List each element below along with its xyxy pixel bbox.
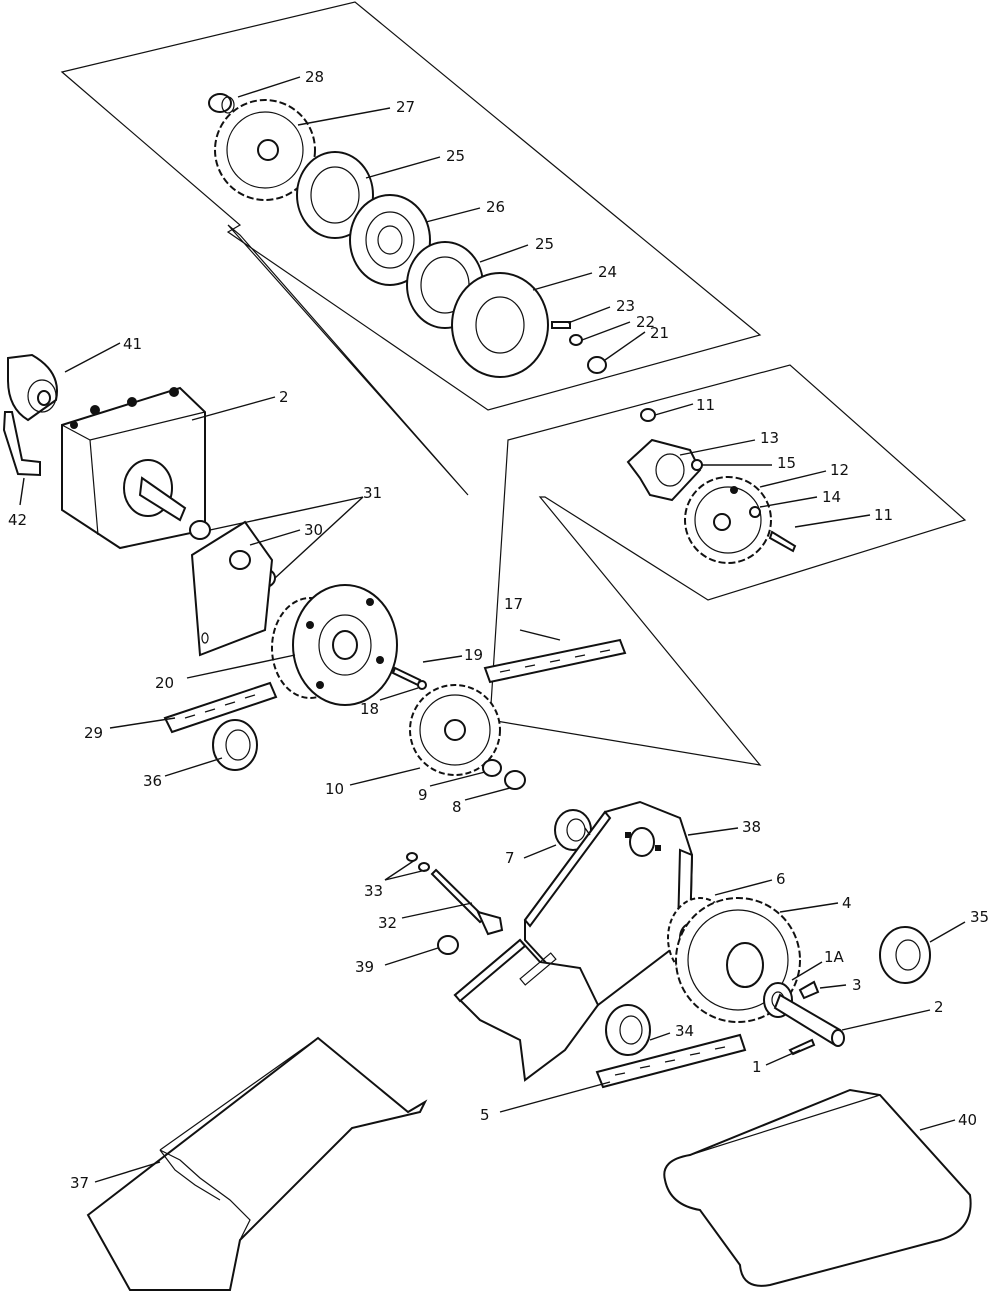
label-15: 15 bbox=[777, 454, 796, 472]
label-3: 3 bbox=[852, 976, 862, 994]
part-19-key bbox=[391, 666, 422, 687]
label-24: 24 bbox=[598, 263, 617, 281]
part-39-lower-plate bbox=[453, 938, 600, 1082]
label-2-gearbox: 2 bbox=[279, 388, 289, 406]
label-32: 32 bbox=[378, 914, 397, 932]
part-40-shield bbox=[663, 1088, 972, 1287]
part-25-washer-upper bbox=[296, 151, 374, 239]
label-42: 42 bbox=[8, 511, 27, 529]
label-19: 19 bbox=[464, 646, 483, 664]
part-20-drive-sprocket bbox=[271, 584, 398, 706]
label-2-shaft: 2 bbox=[934, 998, 944, 1016]
part-33-nuts bbox=[406, 852, 430, 872]
part-29-chain bbox=[163, 681, 278, 734]
label-11-upper: 11 bbox=[696, 396, 715, 414]
part-28-bushing bbox=[208, 93, 235, 114]
label-7: 7 bbox=[505, 849, 515, 867]
label-26: 26 bbox=[486, 198, 505, 216]
part-34-roller bbox=[605, 1004, 651, 1056]
label-34: 34 bbox=[675, 1022, 694, 1040]
part-30-mounting-plate bbox=[190, 520, 274, 657]
part-9-washer bbox=[482, 759, 502, 777]
part-11-nut-upper bbox=[640, 408, 656, 422]
label-22: 22 bbox=[636, 313, 655, 331]
label-17: 17 bbox=[504, 595, 523, 613]
label-21: 21 bbox=[650, 324, 669, 342]
part-2-gearbox bbox=[61, 386, 206, 550]
part-2-shaft bbox=[773, 993, 845, 1047]
label-38: 38 bbox=[742, 818, 761, 836]
part-27-sprocket bbox=[214, 99, 316, 201]
part-17-chain bbox=[483, 638, 627, 684]
label-6: 6 bbox=[776, 870, 786, 888]
label-4: 4 bbox=[842, 894, 852, 912]
part-12-idler-sprocket bbox=[684, 476, 772, 564]
part-22-washer bbox=[569, 334, 583, 346]
label-28: 28 bbox=[305, 68, 324, 86]
label-31: 31 bbox=[363, 484, 382, 502]
label-8: 8 bbox=[452, 798, 462, 816]
label-10: 10 bbox=[325, 780, 344, 798]
idler-inset-panel bbox=[489, 364, 967, 766]
part-35-roller bbox=[879, 926, 931, 984]
part-11-bolt-lower bbox=[768, 530, 797, 553]
label-9: 9 bbox=[418, 786, 428, 804]
label-27: 27 bbox=[396, 98, 415, 116]
label-1: 1 bbox=[752, 1058, 762, 1076]
label-11-lower: 11 bbox=[874, 506, 893, 524]
part-14-bushing bbox=[749, 506, 761, 518]
part-42-bracket bbox=[2, 411, 41, 477]
label-36: 36 bbox=[143, 772, 162, 790]
part-39-pin bbox=[437, 935, 459, 955]
label-13: 13 bbox=[760, 429, 779, 447]
part-15-pin bbox=[691, 459, 703, 471]
label-25-lower: 25 bbox=[535, 235, 554, 253]
label-1A: 1A bbox=[824, 948, 845, 966]
part-18-setscrew bbox=[417, 680, 427, 690]
part-13-idler-arm bbox=[626, 438, 702, 502]
part-41-shaft-guard bbox=[7, 353, 58, 422]
part-5-chain bbox=[595, 1033, 747, 1089]
part-32-tension-rod bbox=[430, 868, 504, 936]
label-35: 35 bbox=[970, 908, 989, 926]
label-18: 18 bbox=[360, 700, 379, 718]
label-40: 40 bbox=[958, 1111, 977, 1129]
part-1-pin bbox=[788, 1038, 816, 1056]
label-39: 39 bbox=[355, 958, 374, 976]
label-5: 5 bbox=[480, 1106, 490, 1124]
part-24-pressure-plate bbox=[451, 272, 549, 378]
part-21-nut bbox=[587, 356, 607, 374]
label-29: 29 bbox=[84, 724, 103, 742]
part-36-roller bbox=[212, 719, 258, 771]
clutch-inset-panel bbox=[60, 1, 762, 496]
label-14: 14 bbox=[822, 488, 841, 506]
label-33: 33 bbox=[364, 882, 383, 900]
part-3-key bbox=[798, 980, 820, 1000]
part-10-sprocket bbox=[409, 684, 501, 776]
label-41: 41 bbox=[123, 335, 142, 353]
part-38-main-plate bbox=[523, 800, 694, 1007]
label-20: 20 bbox=[155, 674, 174, 692]
part-23-bolt bbox=[551, 321, 571, 329]
label-23: 23 bbox=[616, 297, 635, 315]
label-30: 30 bbox=[304, 521, 323, 539]
part-7-roller bbox=[554, 809, 592, 851]
label-12: 12 bbox=[830, 461, 849, 479]
label-37: 37 bbox=[70, 1174, 89, 1192]
part-37-shield bbox=[86, 1036, 428, 1291]
label-25-upper: 25 bbox=[446, 147, 465, 165]
part-26-clutch-hub bbox=[349, 194, 431, 286]
part-8-bushing bbox=[504, 770, 526, 790]
